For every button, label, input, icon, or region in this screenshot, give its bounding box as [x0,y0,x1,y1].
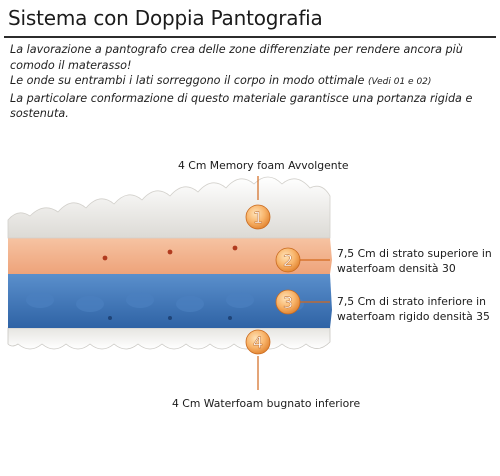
upper-waterfoam-layer [8,238,332,274]
badge-3-number: 3 [283,293,293,312]
label-layer-1: 4 Cm Memory foam Avvolgente [178,159,349,172]
badge-1-number: 1 [253,208,263,227]
label-layer-4: 4 Cm Waterfoam bugnato inferiore [172,397,361,410]
label-layer-3: 7,5 Cm di strato inferiore in waterfoam … [337,295,490,323]
label-layer-2: 7,5 Cm di strato superiore in waterfoam … [337,247,492,275]
badge-3: 3 [275,289,301,315]
memory-foam-layer [7,176,331,239]
title-divider [4,36,496,38]
intro-line-2-ref: (Vedi 01 e 02) [367,77,432,87]
lower-waterfoam-layer [8,274,332,328]
intro-line-3: La particolare conformazione di questo m… [10,91,473,121]
intro-line-2-text: Le onde su entrambi i lati sorreggono il… [10,74,365,87]
mattress-illustration: 1 2 3 4 [7,176,332,390]
intro-line-2: Le onde su entrambi i lati sorreggono il… [10,73,494,91]
bottom-waterfoam-layer [7,327,331,350]
blue-layer-holes [108,316,232,320]
intro-text: La lavorazione a pantografo crea delle z… [10,42,494,122]
badge-4: 4 [245,329,271,355]
orange-layer-holes [102,245,238,261]
badge-1: 1 [245,204,271,230]
leader-lines [257,176,330,390]
badge-2: 2 [275,247,301,273]
intro-line-1: La lavorazione a pantografo crea delle z… [10,43,463,72]
badge-2-number: 2 [283,251,293,270]
badge-4-number: 4 [253,333,263,352]
page-title: Sistema con Doppia Pantografia [8,6,323,30]
